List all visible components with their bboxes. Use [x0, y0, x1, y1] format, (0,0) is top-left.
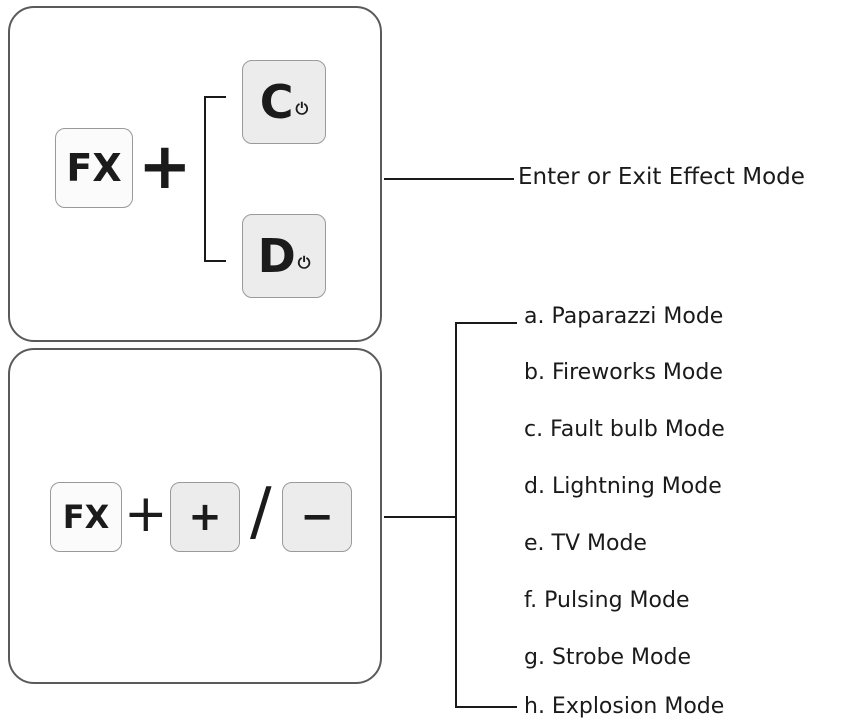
bracket-vertical — [204, 96, 206, 262]
bracket-bottom-tick — [204, 260, 226, 262]
power-icon: ⏻ — [297, 253, 311, 272]
key-fx-label: FX — [66, 146, 122, 190]
key-d: D ⏻ — [242, 214, 326, 298]
key-c-label: C — [259, 75, 294, 129]
power-icon: ⏻ — [295, 99, 309, 118]
plus-sign: + — [138, 130, 192, 204]
key-c: C ⏻ — [242, 60, 326, 144]
enter-exit-label: Enter or Exit Effect Mode — [518, 164, 805, 190]
key-minus-label: − — [300, 494, 334, 540]
mode-item: g. Strobe Mode — [524, 645, 691, 670]
modes-bracket-bottom — [455, 706, 517, 708]
modes-bracket-vertical — [455, 322, 457, 708]
key-fx: FX — [50, 482, 122, 552]
key-minus: − — [282, 482, 352, 552]
mode-item: c. Fault bulb Mode — [524, 417, 725, 442]
key-fx-label: FX — [62, 498, 110, 536]
mode-item: b. Fireworks Mode — [524, 360, 723, 385]
panel-mode-cycle: FX + + / − — [8, 348, 382, 684]
connector-modes — [384, 516, 456, 518]
mode-item: e. TV Mode — [524, 531, 647, 556]
key-d-label: D — [257, 229, 296, 283]
mode-item: a. Paparazzi Mode — [524, 304, 724, 329]
key-fx: FX — [55, 128, 133, 208]
key-plus: + — [170, 482, 240, 552]
slash-sign: / — [250, 475, 272, 549]
connector-enter-exit — [384, 178, 514, 180]
mode-item: f. Pulsing Mode — [524, 588, 690, 613]
modes-bracket-top — [455, 322, 517, 324]
plus-sign: + — [124, 484, 168, 544]
bracket-top-tick — [204, 96, 226, 98]
panel-enter-exit: FX + C ⏻ D ⏻ — [8, 6, 382, 342]
key-plus-label: + — [188, 494, 222, 540]
mode-item: h. Explosion Mode — [524, 694, 725, 719]
mode-item: d. Lightning Mode — [524, 474, 722, 499]
